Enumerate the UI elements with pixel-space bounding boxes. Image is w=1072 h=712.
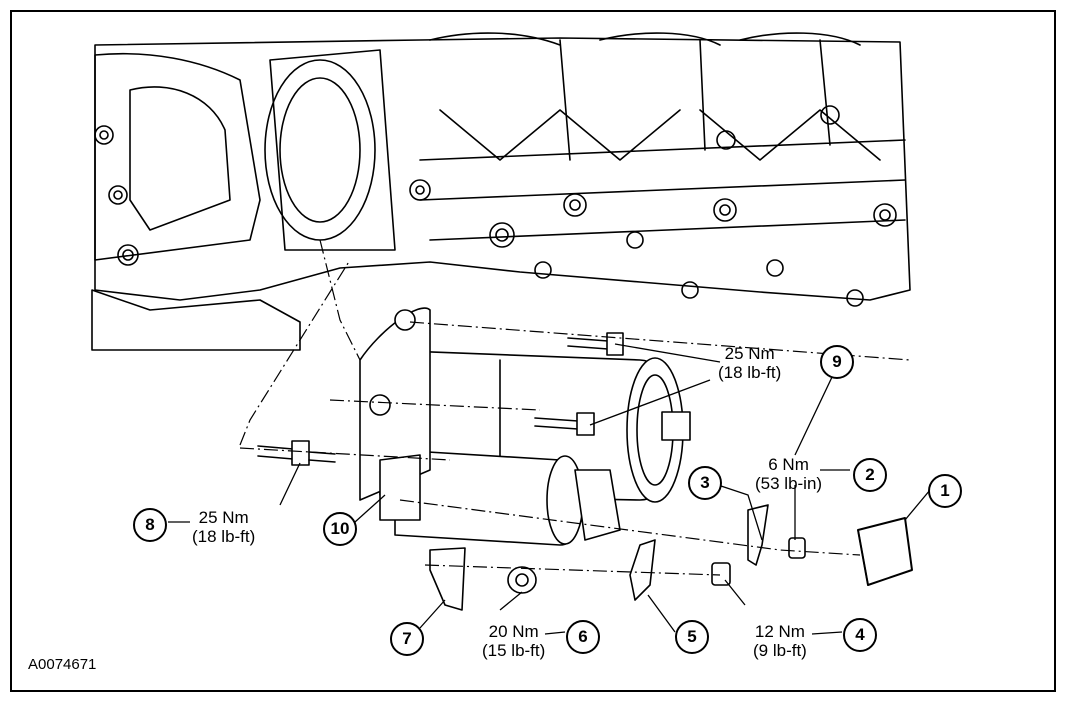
torque-label-2: 6 Nm (53 lb-in) xyxy=(755,455,822,493)
engine-bolts xyxy=(94,105,897,307)
callout-7: 7 xyxy=(390,622,424,656)
oil-pan-edge xyxy=(91,289,301,351)
torque-label-9: 25 Nm (18 lb-ft) xyxy=(718,344,781,382)
engine-block-outline xyxy=(94,37,911,301)
callout-6: 6 xyxy=(566,620,600,654)
torque-imperial: (9 lb-ft) xyxy=(753,641,807,660)
torque-imperial: (18 lb-ft) xyxy=(192,527,256,546)
torque-metric: 12 Nm xyxy=(754,622,805,641)
callout-4: 4 xyxy=(843,618,877,652)
torque-label-8: 25 Nm (18 lb-ft) xyxy=(192,508,255,546)
starter-motor-body xyxy=(359,307,691,546)
callout-1: 1 xyxy=(928,474,962,508)
nuts-and-terminals xyxy=(429,504,806,611)
torque-metric: 6 Nm xyxy=(768,455,809,474)
transmission-housing xyxy=(94,52,261,261)
callout-5: 5 xyxy=(675,620,709,654)
torque-imperial: (53 lb-in) xyxy=(755,474,823,493)
torque-imperial: (18 lb-ft) xyxy=(718,363,782,382)
figure-id: A0074671 xyxy=(28,656,97,673)
torque-imperial: (15 lb-ft) xyxy=(482,641,546,660)
torque-metric: 25 Nm xyxy=(198,508,249,527)
callout-2: 2 xyxy=(853,458,887,492)
callout-9: 9 xyxy=(820,345,854,379)
callout-3: 3 xyxy=(688,466,722,500)
torque-metric: 25 Nm xyxy=(724,344,775,363)
torque-metric: 20 Nm xyxy=(488,622,539,641)
torque-label-4: 12 Nm (9 lb-ft) xyxy=(753,622,807,660)
torque-label-6: 20 Nm (15 lb-ft) xyxy=(482,622,545,660)
callout-8: 8 xyxy=(133,508,167,542)
callout-10: 10 xyxy=(323,512,357,546)
figure-frame xyxy=(10,10,1056,692)
